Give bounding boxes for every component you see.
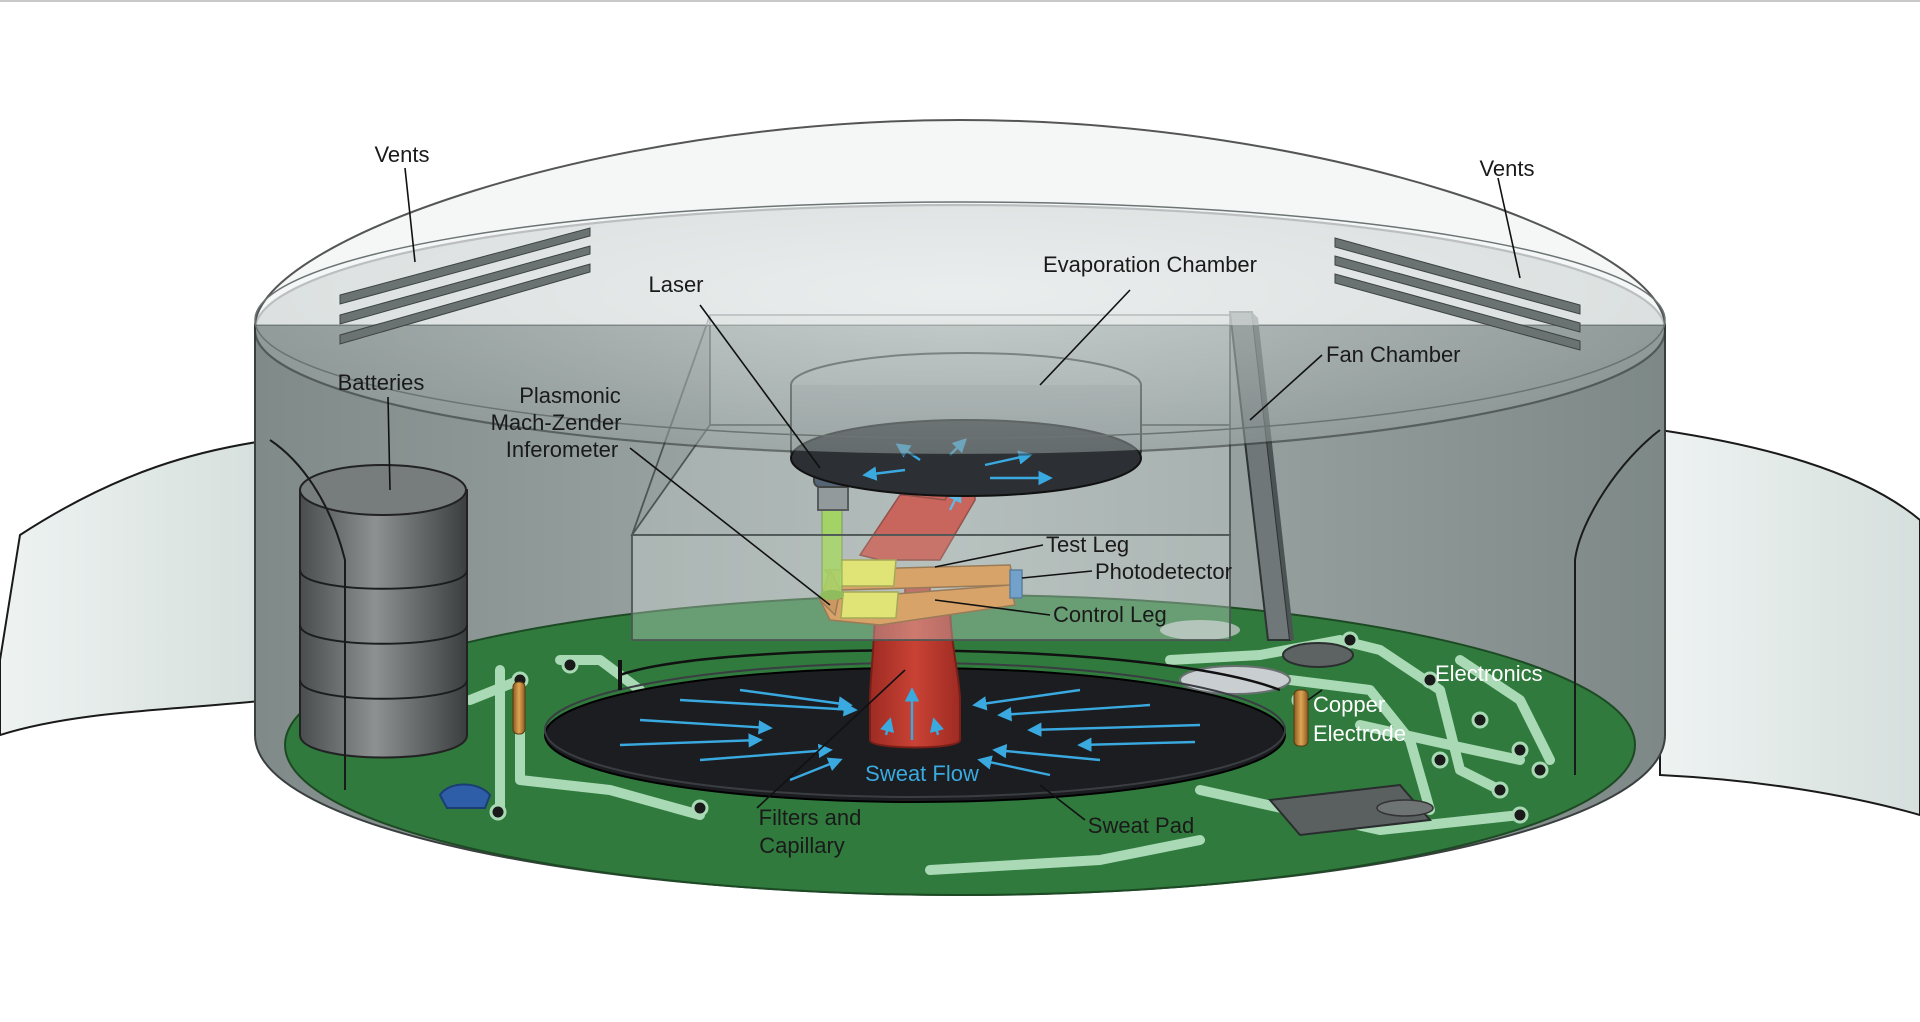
label-interferometer-line2: Mach-Zender <box>491 410 622 435</box>
label-vents-left: Vents <box>374 142 429 167</box>
copper-electrode-left <box>512 681 526 735</box>
label-photodetector: Photodetector <box>1095 559 1232 584</box>
reflection-disk <box>1160 620 1240 640</box>
chip-knob <box>1376 799 1434 817</box>
label-filters-line1: Filters and <box>759 805 862 830</box>
strap-band-left <box>269 439 346 790</box>
copper-electrode-right <box>1293 689 1309 747</box>
label-evaporation-chamber: Evaporation Chamber <box>1043 252 1257 277</box>
label-fan-chamber: Fan Chamber <box>1326 342 1461 367</box>
leader-lines <box>387 167 1521 821</box>
strap-left <box>0 438 271 737</box>
label-interferometer-line3: Inferometer <box>506 437 619 462</box>
sweat-arrows <box>619 688 1201 782</box>
label-interferometer-line1: Plasmonic <box>519 383 620 408</box>
label-sweat-flow: Sweat Flow <box>865 761 979 786</box>
label-vents-right: Vents <box>1479 156 1534 181</box>
label-electronics: Electronics <box>1435 661 1543 686</box>
sensor-disk <box>1179 665 1291 695</box>
photodetector <box>1009 569 1023 599</box>
label-control-leg: Control Leg <box>1053 602 1167 627</box>
label-copper-electrode-line2: Electrode <box>1313 721 1406 746</box>
label-batteries: Batteries <box>338 370 425 395</box>
lid-rim <box>254 118 1666 326</box>
fan-disk <box>1282 642 1354 668</box>
label-test-leg: Test Leg <box>1046 532 1129 557</box>
label-copper-electrode-line1: Copper <box>1313 692 1385 717</box>
strap-right <box>1659 428 1920 817</box>
vents-right-slots <box>1334 237 1581 351</box>
label-sweat-pad: Sweat Pad <box>1088 813 1194 838</box>
label-laser: Laser <box>648 272 703 297</box>
capillary-arrows <box>880 687 944 740</box>
batteries <box>299 464 468 759</box>
control-leg-window <box>840 591 900 619</box>
label-filters-line2: Capillary <box>759 833 845 858</box>
board-traces <box>465 635 1555 875</box>
blue-component <box>438 783 492 809</box>
chip <box>1268 783 1432 837</box>
strap-band-right <box>1574 429 1661 775</box>
vents-left-slots <box>339 227 591 345</box>
